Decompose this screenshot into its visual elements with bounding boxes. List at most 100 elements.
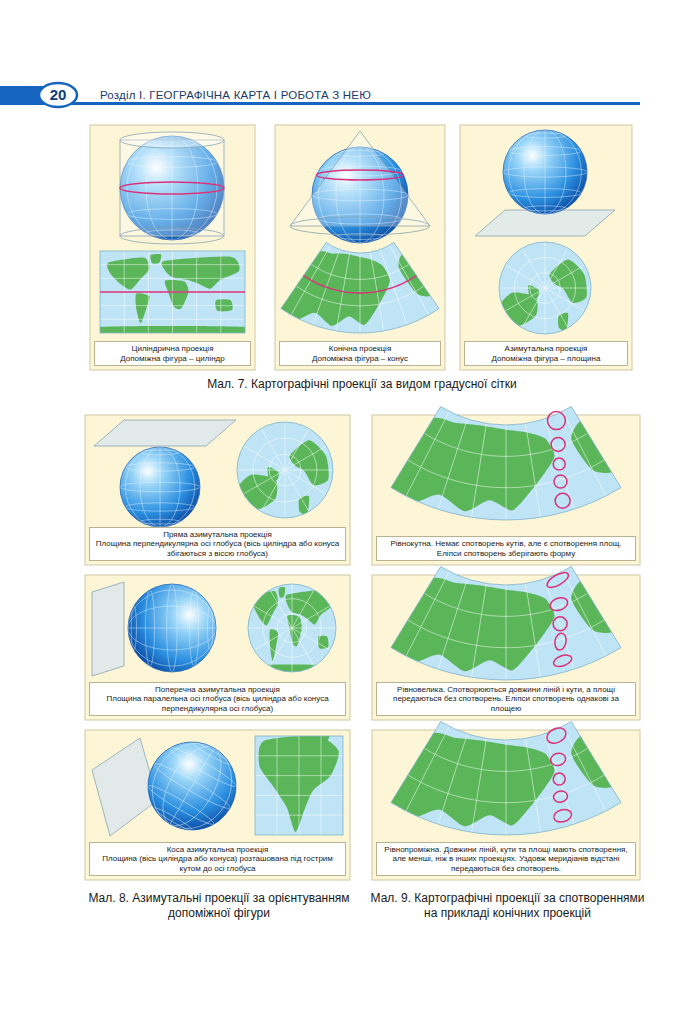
distortion-ellipse bbox=[553, 773, 565, 785]
distortion-ellipse bbox=[551, 437, 565, 451]
globe-parallel bbox=[125, 503, 194, 511]
map-meridian bbox=[563, 411, 606, 496]
caption-box: Азимутальна проекціяДопоміжна фігура – п… bbox=[464, 341, 628, 366]
map-meridian bbox=[292, 628, 336, 629]
map-meridian bbox=[522, 248, 545, 288]
map-land bbox=[383, 418, 616, 512]
cylinder-rim bbox=[120, 132, 224, 148]
map bbox=[79, 251, 266, 342]
globe-meridian bbox=[545, 130, 546, 214]
map-land bbox=[383, 578, 616, 672]
cylinder-rim bbox=[120, 228, 224, 244]
map-meridian bbox=[243, 446, 285, 470]
distortion-ellipse bbox=[549, 752, 567, 767]
caption-box: Рівнопроміжна. Довжини ліній, кути та пл… bbox=[376, 842, 636, 876]
distortion-ellipse bbox=[553, 617, 567, 631]
caption-box: Поперечна азимутальна проекціяПлощина па… bbox=[89, 682, 346, 716]
globe bbox=[132, 726, 252, 846]
figure-panel bbox=[85, 415, 350, 565]
map-meridian bbox=[563, 571, 606, 656]
globe-parallel bbox=[524, 206, 566, 211]
map-parallel bbox=[424, 593, 587, 616]
map-meridian bbox=[261, 428, 285, 470]
map-parallel bbox=[100, 305, 245, 306]
caption-box: Коса азимутальна проекціяПлощина (вісь ц… bbox=[89, 842, 346, 876]
caption-text: Площина паралельна осі глобуса (вісь цил… bbox=[94, 694, 341, 713]
map-grid bbox=[291, 245, 429, 333]
distortion-ellipse bbox=[548, 595, 569, 612]
map bbox=[275, 243, 439, 333]
map-sea bbox=[499, 242, 591, 334]
globe-body bbox=[128, 584, 216, 672]
figure-panel bbox=[85, 575, 350, 720]
caption-text: Поперечна азимутальна проекція bbox=[94, 685, 341, 694]
distortion-ellipse bbox=[544, 725, 568, 746]
map-meridian bbox=[292, 628, 314, 666]
globe-parallel bbox=[145, 590, 154, 666]
map-parallel bbox=[296, 286, 423, 306]
map bbox=[499, 242, 591, 334]
plane-figure bbox=[94, 420, 236, 446]
map-parallel bbox=[100, 278, 245, 279]
caption-text: Допоміжна фігура – конус bbox=[284, 354, 436, 363]
map-meridian bbox=[545, 288, 585, 311]
map-meridian bbox=[438, 419, 467, 509]
map-meridian bbox=[261, 470, 285, 512]
caption-text: Азимутальна проекція bbox=[469, 344, 623, 353]
map-meridian bbox=[472, 738, 487, 832]
running-head: Розділ І. ГЕОГРАФІЧНА КАРТА І РОБОТА З Н… bbox=[100, 88, 371, 102]
map-parallel bbox=[255, 795, 343, 796]
globe-body bbox=[120, 136, 224, 240]
caption-box: Рівновелика. Спотворюються довжини ліній… bbox=[376, 682, 636, 716]
globe-body bbox=[503, 130, 587, 214]
globe-body bbox=[120, 447, 200, 527]
globe-outline bbox=[132, 726, 252, 846]
map-meridian bbox=[243, 470, 285, 494]
map-land bbox=[238, 440, 329, 514]
globe-meridian bbox=[128, 606, 216, 650]
caption-text: Рівновелика. Спотворюються довжини ліній… bbox=[381, 685, 631, 713]
map-meridian bbox=[237, 470, 285, 471]
land-shape bbox=[307, 736, 330, 745]
map-meridian bbox=[285, 470, 309, 512]
map-meridian bbox=[545, 288, 568, 328]
map-meridian bbox=[438, 734, 467, 824]
map bbox=[383, 407, 621, 520]
map-meridian bbox=[526, 738, 541, 832]
figure-panel bbox=[460, 125, 632, 370]
caption-box: Циліндрична проекціяДопоміжна фігура – ц… bbox=[94, 341, 251, 366]
map-parallel bbox=[100, 292, 245, 293]
map-meridian bbox=[563, 726, 606, 811]
map-sea bbox=[255, 736, 343, 835]
globe-parallel bbox=[524, 133, 566, 138]
globe bbox=[503, 130, 587, 214]
map-meridian bbox=[321, 736, 322, 835]
map-meridian bbox=[254, 628, 292, 650]
figure-panel bbox=[90, 125, 255, 370]
map-parallel bbox=[255, 755, 343, 756]
distortion-ellipse bbox=[554, 475, 567, 488]
plane-figure bbox=[92, 582, 124, 676]
caption-box: Пряма азимутальна проекціяПлощина перпен… bbox=[89, 527, 346, 561]
map-meridian bbox=[545, 419, 574, 509]
land-shape bbox=[107, 257, 149, 289]
caption-box: Конічна проекціяДопоміжна фігура – конус bbox=[279, 341, 441, 366]
map-parallel bbox=[255, 775, 343, 776]
map-frame bbox=[100, 251, 245, 333]
cylinder-body bbox=[120, 140, 224, 236]
map-meridian bbox=[545, 288, 546, 334]
map bbox=[383, 567, 621, 680]
map-meridian bbox=[545, 248, 568, 288]
globe-parallel bbox=[140, 519, 180, 524]
map-meridian bbox=[545, 579, 574, 669]
map-meridian bbox=[505, 265, 545, 288]
caption-text: Допоміжна фігура – площина bbox=[469, 354, 623, 363]
map-meridian bbox=[406, 571, 449, 656]
distortion-ellipse bbox=[553, 790, 569, 803]
cone-figure bbox=[290, 131, 430, 235]
map-sea bbox=[237, 422, 333, 518]
land-shape bbox=[287, 615, 301, 646]
tangent-line bbox=[316, 170, 403, 180]
map-land bbox=[500, 259, 587, 330]
map-meridian bbox=[292, 628, 330, 650]
